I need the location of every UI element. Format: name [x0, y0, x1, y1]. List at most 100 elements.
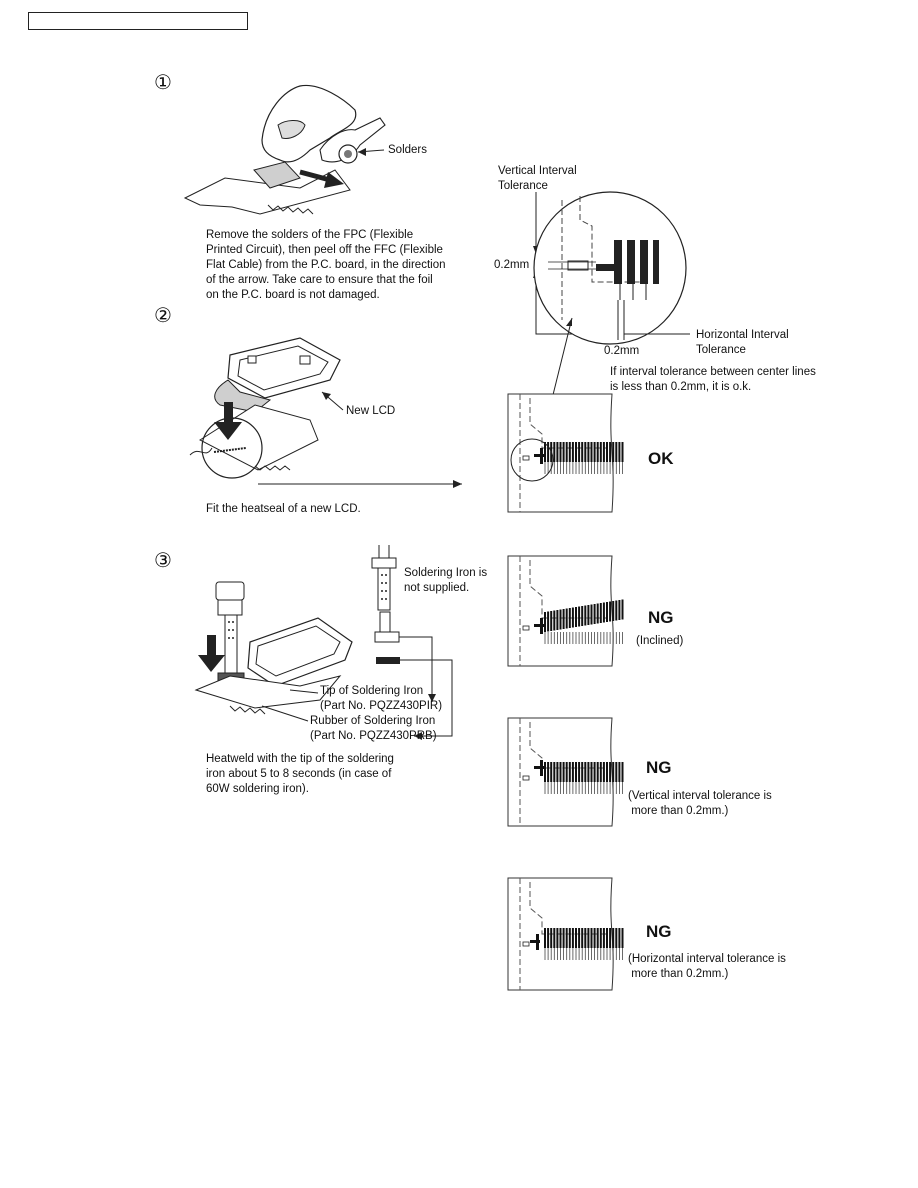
alignment-mark-post	[540, 618, 543, 634]
lcd-pin	[615, 442, 618, 462]
result-note-line: (Horizontal interval tolerance is	[628, 953, 786, 965]
lcd-pin	[599, 603, 602, 623]
horizontal-tolerance-value: 0.2mm	[604, 345, 640, 357]
step-1-caption-line: on the P.C. board is not damaged.	[206, 289, 380, 301]
lcd-pin	[599, 762, 602, 782]
lcd-pin	[596, 603, 599, 624]
tolerance-note: If interval tolerance between center lin…	[610, 365, 816, 395]
lcd-pin	[559, 762, 562, 782]
result-note-line: more than 0.2mm.)	[628, 805, 729, 817]
lcd-pin	[568, 928, 571, 948]
lcd-pin	[615, 600, 618, 621]
lcd-pin	[575, 762, 577, 782]
lcd-pin	[556, 762, 559, 782]
lcd-pin	[559, 442, 562, 462]
lcd-pin	[568, 762, 571, 782]
lcd-pin	[606, 442, 608, 462]
alignment-mark-post	[540, 448, 543, 464]
horizontal-interval-label-line: Horizontal Interval	[696, 329, 789, 341]
lcd-pin	[621, 762, 624, 782]
result-note-vertical: (Vertical interval tolerance is more tha…	[628, 789, 772, 819]
horizontal-interval-label-line: Tolerance	[696, 344, 746, 356]
lcd-pin	[621, 599, 624, 620]
result-verdict-ok: OK	[648, 449, 674, 468]
rubber-label: Rubber of Soldering Iron (Part No. PQZZ4…	[310, 714, 437, 744]
lcd-pin	[578, 928, 581, 948]
result-note-line: more than 0.2mm.)	[628, 968, 729, 980]
step-2-caption: Fit the heatseal of a new LCD.	[206, 503, 361, 515]
lcd-pin	[544, 928, 546, 948]
lcd-pin	[581, 442, 584, 462]
tip-label-line: (Part No. PQZZ430PIR)	[320, 700, 443, 712]
step-1-caption-line: Remove the solders of the FPC (Flexible	[206, 229, 414, 241]
lcd-pin	[590, 442, 593, 462]
lcd-pin	[602, 602, 605, 623]
lcd-pin	[596, 928, 599, 948]
board-reference-pad	[522, 941, 530, 947]
magnify-circle	[510, 438, 554, 482]
lcd-pin	[550, 611, 553, 631]
alignment-mark	[530, 940, 540, 943]
lcd-pin	[550, 928, 553, 948]
step-1-caption: Remove the solders of the FPC (Flexible …	[206, 228, 476, 303]
lcd-pin	[584, 442, 587, 462]
lcd-pin	[599, 442, 602, 462]
board-reference-pad	[522, 455, 530, 461]
alignment-mark	[534, 624, 544, 627]
lcd-pin	[575, 607, 577, 627]
lcd-pin	[587, 605, 590, 625]
lcd-pin	[565, 762, 568, 782]
board-reference-pad	[522, 625, 530, 631]
step-1-caption-line: Printed Circuit), then peel off the FFC …	[206, 244, 443, 256]
lcd-pin	[550, 762, 553, 782]
lcd-pin	[562, 442, 565, 462]
horizontal-interval-label: Horizontal Interval Tolerance	[696, 328, 789, 358]
lcd-pin	[590, 928, 593, 948]
lcd-pin	[556, 928, 559, 948]
lcd-pin	[609, 928, 612, 948]
lcd-pin	[553, 762, 556, 782]
rubber-label-line: (Part No. PQZZ430PRB)	[310, 730, 437, 742]
step-3-marker: ③	[154, 548, 172, 572]
lcd-pin	[609, 762, 612, 782]
step-3-caption-line: 60W soldering iron).	[206, 783, 309, 795]
lcd-pin	[578, 762, 581, 782]
lcd-pin	[544, 762, 546, 782]
lcd-pin	[578, 606, 581, 627]
step-1-caption-line: Flat Cable) from the P.C. board, in the …	[206, 259, 446, 271]
lcd-pin	[556, 610, 559, 630]
board-reference-pad	[522, 775, 530, 781]
lcd-pin	[606, 762, 608, 782]
alignment-mark-post	[536, 934, 539, 950]
lcd-pin	[593, 762, 596, 782]
lcd-pin	[584, 762, 587, 782]
tolerance-note-line: If interval tolerance between center lin…	[610, 366, 816, 378]
lcd-pin	[553, 442, 556, 462]
lcd-pin	[571, 762, 574, 782]
lcd-pin	[562, 762, 565, 782]
lcd-pin	[562, 609, 565, 629]
lcd-pin	[606, 602, 608, 622]
result-verdict-vertical: NG	[646, 758, 672, 777]
lcd-pin	[593, 928, 596, 948]
lcd-pin	[593, 442, 596, 462]
alignment-mark	[534, 454, 544, 457]
lcd-pin	[612, 762, 615, 782]
rubber-label-line: Rubber of Soldering Iron	[310, 715, 436, 727]
lcd-pin	[559, 928, 562, 948]
lcd-pin	[575, 442, 577, 462]
result-note-inclined: (Inclined)	[636, 635, 684, 647]
vertical-interval-label: Vertical Interval Tolerance	[498, 164, 577, 194]
lcd-pin	[547, 928, 550, 948]
result-verdict-inclined: NG	[648, 608, 674, 627]
lcd-pin	[584, 605, 587, 626]
lcd-pin	[606, 928, 608, 948]
lcd-pin	[599, 928, 602, 948]
lcd-pin	[547, 762, 550, 782]
lcd-pin	[612, 928, 615, 948]
lcd-pin	[618, 762, 621, 782]
